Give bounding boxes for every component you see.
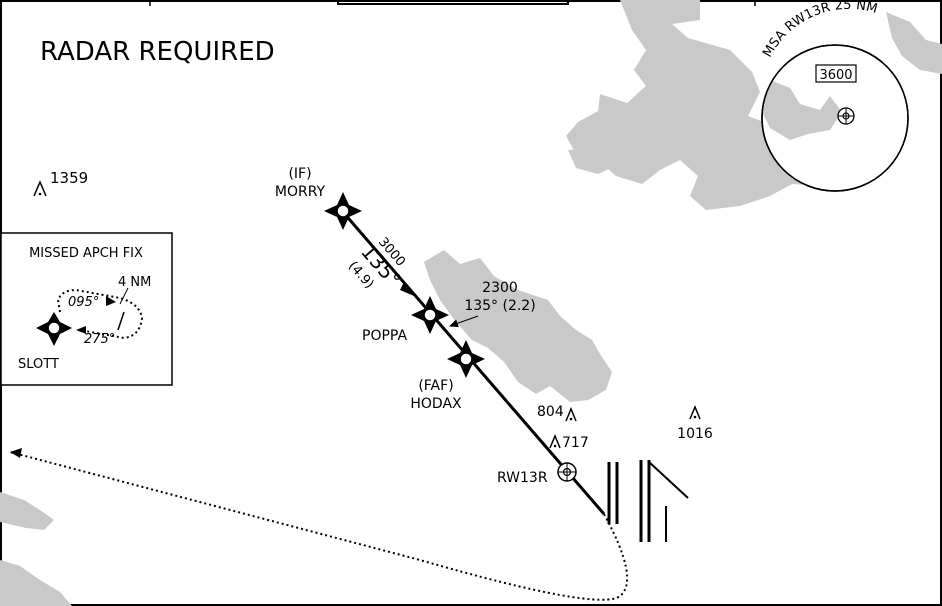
missed-approach-path: [9, 451, 629, 601]
segment-course-distance: 135° (2.2): [464, 298, 535, 314]
obstacle-height: 1359: [50, 169, 88, 187]
runways: [607, 460, 689, 542]
runway-name: RW13R: [497, 470, 548, 486]
poppa-name: POPPA: [362, 328, 407, 344]
missed-approach-arrow: [10, 448, 22, 458]
morry-qualifier: (IF): [288, 166, 311, 182]
water-area-southwest: [0, 492, 54, 530]
obstacle-icon: [565, 407, 577, 422]
header-box-edge: [337, 0, 569, 5]
water-area-west-arm: [568, 148, 620, 174]
course-arrow: [400, 282, 414, 296]
msa-altitude-box: [815, 64, 857, 83]
obstacle-icon: [33, 180, 47, 197]
obstacle-icon: [689, 405, 701, 420]
leg-length: 4 NM: [118, 275, 151, 290]
slott-fix-icon: [36, 312, 72, 346]
obstacle-height: 1016: [677, 426, 713, 442]
water-area-east: [886, 12, 942, 74]
obstacle-height: 717: [562, 435, 589, 451]
holding-pattern: [56, 288, 144, 340]
hodax-name: HODAX: [410, 396, 462, 412]
poppa-fix-icon: [411, 296, 449, 334]
obstacle-1359: 1359: [33, 169, 88, 197]
obstacle-height: 804: [537, 404, 564, 420]
msa-circle: MSA RW13R 25 NM 3600: [760, 0, 909, 192]
leader-line: [449, 315, 479, 328]
morry-name: MORRY: [275, 184, 326, 200]
hodax-qualifier: (FAF): [418, 378, 453, 394]
missed-apch-title: MISSED APCH FIX: [29, 246, 143, 261]
water-area-southwest-lower: [0, 560, 72, 606]
msa-altitude: 3600: [819, 68, 852, 83]
obstacle-717: 717: [549, 434, 589, 451]
runway-fix-icon: [557, 462, 577, 482]
water-area-central: [424, 250, 612, 402]
slott-fix-name: SLOTT: [18, 357, 59, 372]
obstacle-1016: 1016: [677, 405, 713, 442]
hodax-fix-icon: [447, 340, 485, 378]
chart-title: RADAR REQUIRED: [40, 37, 275, 67]
obstacle-804: 804: [537, 404, 577, 422]
water-area-north-arm: [598, 94, 630, 122]
morry-fix-icon: [324, 192, 362, 230]
inbound-course: 275°: [84, 332, 115, 347]
msa-center-navaid-icon: [837, 107, 855, 125]
missed-apch-inset: MISSED APCH FIX 095° 4 NM 275° SLOTT: [0, 232, 173, 386]
leg-length-mark: [117, 311, 125, 331]
segment-altitude: 2300: [482, 280, 518, 296]
obstacle-icon: [549, 434, 561, 449]
outbound-course: 095°: [68, 295, 99, 310]
